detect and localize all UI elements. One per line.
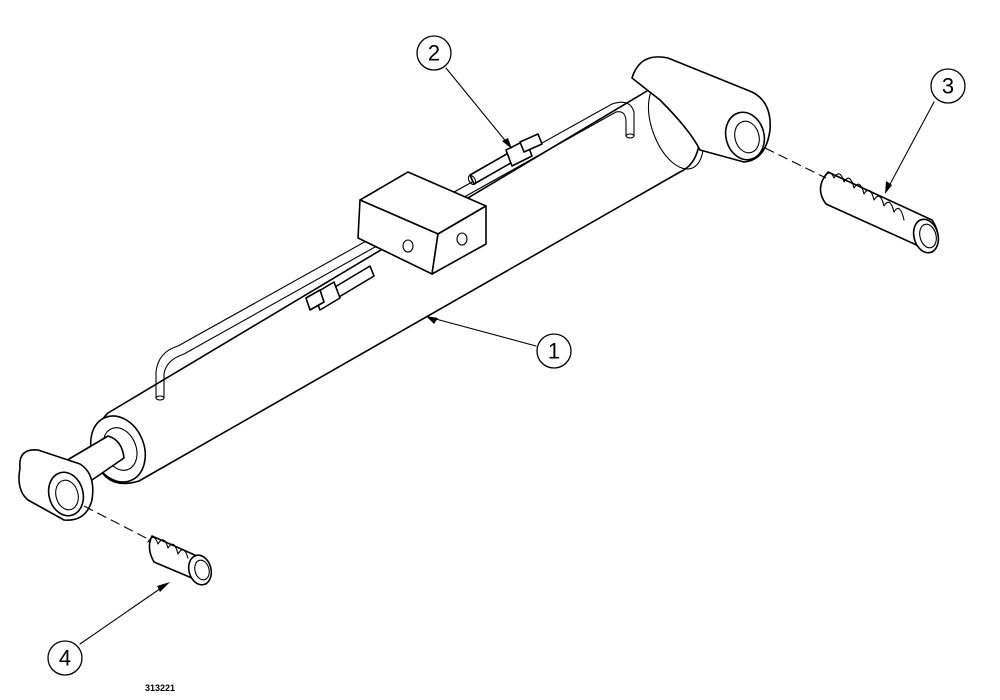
leader-lines bbox=[79, 67, 935, 645]
callout-2: 2 bbox=[416, 35, 452, 71]
callout-4: 4 bbox=[47, 640, 83, 676]
assembly-lines bbox=[83, 147, 827, 541]
callout-2-label: 2 bbox=[428, 41, 440, 66]
fitting-lower bbox=[305, 265, 375, 311]
callout-3-label: 3 bbox=[942, 74, 954, 99]
cylinder-barrel bbox=[89, 80, 705, 485]
bushing-part-4 bbox=[147, 535, 213, 586]
bushing-part-3 bbox=[819, 171, 940, 254]
drawing-number: 313221 bbox=[145, 683, 175, 693]
callout-1: 1 bbox=[536, 333, 572, 369]
rod-eye bbox=[18, 449, 94, 521]
callout-4-label: 4 bbox=[59, 646, 71, 671]
base-clevis bbox=[631, 56, 771, 163]
valve-block bbox=[357, 171, 487, 275]
callout-1-label: 1 bbox=[548, 339, 560, 364]
callout-3: 3 bbox=[930, 68, 966, 104]
fitting-upper bbox=[467, 133, 543, 186]
